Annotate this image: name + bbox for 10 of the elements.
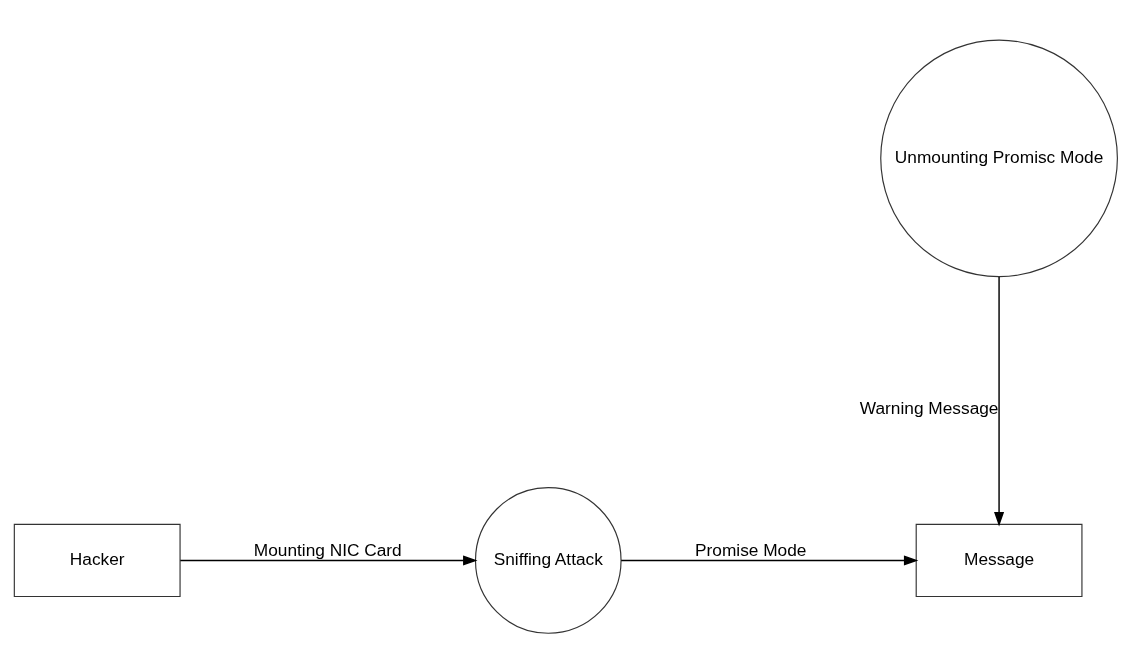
edge-label: Warning Message	[859, 397, 999, 418]
node-box: Hacker	[13, 523, 181, 597]
node-box: Message	[915, 523, 1083, 597]
arrow	[994, 275, 1005, 526]
node-circle: Sniffing Attack	[474, 486, 622, 634]
node-circle: Unmounting Promisc Mode	[880, 38, 1118, 277]
edge-label: Promise Mode	[695, 539, 807, 560]
edge-label: Mounting NIC Card	[253, 539, 402, 560]
arrow	[179, 554, 478, 565]
arrow	[620, 554, 919, 565]
